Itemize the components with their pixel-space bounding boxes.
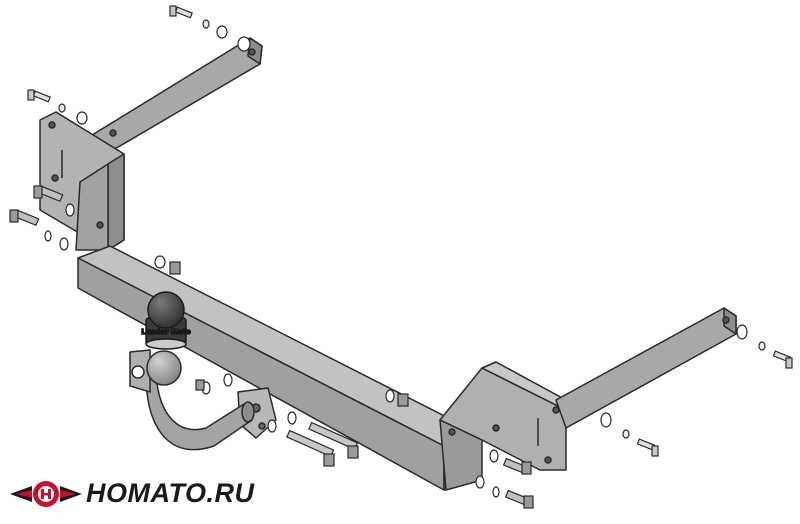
bolt-left-1 xyxy=(33,185,64,203)
right-bracket-plate xyxy=(439,361,567,491)
washer xyxy=(76,111,88,125)
brand-logo-text: HOMATO.RU xyxy=(86,478,255,508)
bolt-long-2 xyxy=(286,429,335,467)
fasteners xyxy=(9,5,793,509)
bolt-right-1 xyxy=(502,457,532,475)
washer xyxy=(58,103,66,113)
left-bracket-plate xyxy=(39,111,125,251)
bolt-long-1 xyxy=(308,421,359,459)
washer xyxy=(287,411,297,425)
ball-cover-label: Leader Moto xyxy=(141,328,191,336)
washer xyxy=(385,389,395,403)
bolt-left-2 xyxy=(9,209,40,227)
nut xyxy=(397,393,409,407)
washer xyxy=(758,341,766,351)
tow-neck xyxy=(145,371,255,451)
washer xyxy=(489,449,499,463)
bolt-right-arm-1 xyxy=(636,438,659,457)
washer xyxy=(44,230,52,242)
right-mounting-arm xyxy=(555,307,737,429)
homato-logo-icon xyxy=(10,481,82,507)
washer xyxy=(237,36,251,52)
washer xyxy=(216,25,228,39)
washer xyxy=(267,419,277,433)
bolt-upper-left xyxy=(27,89,51,103)
washer xyxy=(622,429,630,439)
washer xyxy=(475,475,485,489)
washer xyxy=(492,486,500,498)
washer xyxy=(736,324,748,340)
bolt-right-arm-2 xyxy=(772,350,793,369)
bolt-top xyxy=(169,5,193,19)
ball-cover: Leader Moto xyxy=(140,291,192,350)
nut xyxy=(169,261,181,275)
washer xyxy=(223,373,233,387)
washer xyxy=(600,412,612,428)
nut xyxy=(195,379,205,391)
bolt-right-2 xyxy=(504,489,534,509)
left-mounting-arm xyxy=(83,37,263,161)
washer xyxy=(59,237,69,251)
tow-ball xyxy=(129,349,182,394)
washer xyxy=(154,255,166,269)
washer xyxy=(65,203,75,217)
washer xyxy=(202,19,210,29)
